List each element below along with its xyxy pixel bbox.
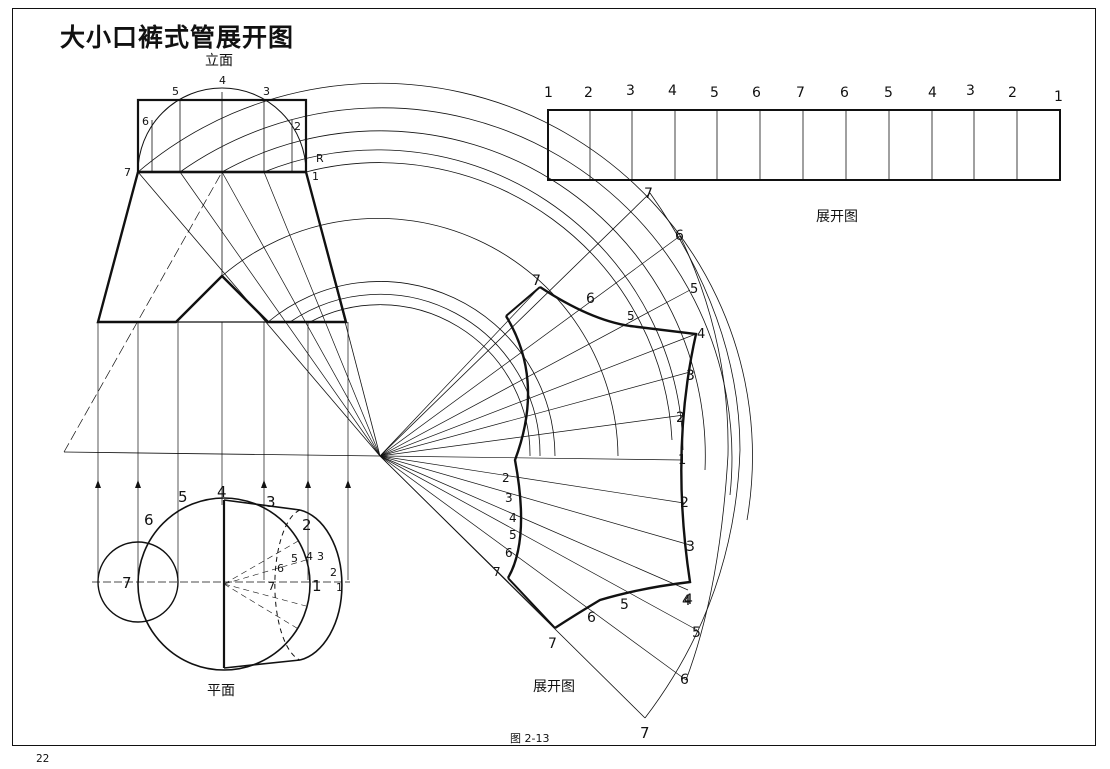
fan-lower-number: 7 bbox=[548, 636, 557, 652]
strip-number: 3 bbox=[966, 83, 975, 99]
elevation-number: 4 bbox=[219, 74, 226, 87]
plan-number: 1 bbox=[312, 577, 322, 595]
strip-number: 2 bbox=[1008, 85, 1017, 101]
elevation-view: R bbox=[63, 87, 381, 580]
fan-development bbox=[379, 192, 741, 719]
plan-number: 2 bbox=[302, 516, 312, 534]
plan-number: 4 bbox=[306, 550, 313, 563]
plan-number: 2 bbox=[330, 566, 337, 579]
plan-number: 3 bbox=[317, 550, 324, 563]
elevation-number: 1 bbox=[312, 170, 319, 183]
plan-number: 4 bbox=[217, 483, 227, 501]
strip-number: 3 bbox=[626, 83, 635, 99]
fan-outer-number: 6 bbox=[680, 672, 689, 688]
plan-numbers: 6 5 4 3 2 7 6 5 4 3 2 7 1 1 bbox=[122, 483, 343, 595]
plan-number: 6 bbox=[144, 511, 154, 529]
plan-number: 3 bbox=[266, 493, 276, 511]
fan-outer-number: 2 bbox=[676, 410, 685, 426]
fan-outer-number: 6 bbox=[675, 228, 684, 244]
strip-number: 4 bbox=[668, 83, 677, 99]
strip-number: 5 bbox=[884, 85, 893, 101]
fan-outer-number: 5 bbox=[692, 625, 701, 641]
fan-outer-number: 4 bbox=[682, 593, 691, 609]
strip-number: 6 bbox=[752, 85, 761, 101]
elevation-numbers: 5 4 3 6 2 7 1 bbox=[124, 74, 319, 183]
development-label-bottom: 展开图 bbox=[533, 679, 575, 695]
fan-numbers: 2 3 4 5 6 7 7 6 5 4 3 2 1 2 3 4 5 6 7 7 … bbox=[493, 186, 705, 742]
development-label-top: 展开图 bbox=[816, 209, 858, 225]
plan-number: 5 bbox=[178, 488, 188, 506]
fan-mid-number: 5 bbox=[627, 309, 635, 323]
fan-inner-number: 7 bbox=[493, 565, 501, 579]
plan-number: 5 bbox=[291, 552, 298, 565]
strip-number: 7 bbox=[796, 85, 805, 101]
strip-number: 4 bbox=[928, 85, 937, 101]
fan-outer-number: 7 bbox=[644, 186, 653, 202]
fan-lower-number: 6 bbox=[587, 610, 596, 626]
elevation-number: 3 bbox=[263, 85, 270, 98]
fan-outer-number: 5 bbox=[690, 282, 698, 297]
fan-outer-number: 3 bbox=[686, 368, 695, 384]
elevation-label: 立面 bbox=[205, 53, 233, 69]
drawing-title: 大小口裤式管展开图 bbox=[60, 23, 295, 52]
fan-outer-number: 1 bbox=[678, 453, 686, 468]
fan-inner-number: 6 bbox=[505, 546, 513, 560]
plan-view bbox=[92, 497, 350, 671]
plan-number: 6 bbox=[277, 562, 284, 575]
strip-number: 2 bbox=[584, 85, 593, 101]
radius-mark: R bbox=[316, 152, 324, 165]
strip-number: 1 bbox=[544, 85, 553, 101]
strip-number: 5 bbox=[710, 85, 719, 101]
fan-lower-number: 5 bbox=[620, 597, 629, 613]
strip-numbers: 1 2 3 4 5 6 7 6 5 4 3 2 1 bbox=[544, 83, 1063, 105]
strip-number: 1 bbox=[1054, 89, 1063, 105]
strip-number: 6 bbox=[840, 85, 849, 101]
fan-outer-number: 4 bbox=[697, 327, 705, 342]
plan-label: 平面 bbox=[207, 683, 235, 699]
elevation-number: 5 bbox=[172, 85, 179, 98]
page-number: 22 bbox=[36, 752, 50, 765]
fan-outer-number: 3 bbox=[686, 539, 695, 555]
plan-number: 1 bbox=[336, 581, 343, 594]
fan-inner-number: 5 bbox=[509, 528, 517, 542]
fan-mid-number: 7 bbox=[532, 273, 541, 289]
plan-number: 7 bbox=[122, 574, 132, 592]
fan-outer-number: 7 bbox=[640, 724, 650, 742]
elevation-number: 2 bbox=[294, 120, 301, 133]
elevation-number: 7 bbox=[124, 166, 131, 179]
fan-mid-number: 6 bbox=[586, 291, 595, 307]
figure-caption: 图 2-13 bbox=[510, 732, 550, 745]
radial-arcs bbox=[137, 82, 753, 521]
plan-number: 7 bbox=[268, 580, 275, 593]
fan-lower-number: 4 bbox=[684, 592, 693, 608]
development-strip bbox=[547, 109, 1061, 181]
fan-inner-number: 2 bbox=[502, 471, 510, 485]
fan-outer-number: 2 bbox=[680, 495, 689, 511]
fan-inner-number: 4 bbox=[509, 511, 517, 525]
drawing-frame bbox=[12, 8, 1096, 746]
elevation-number: 6 bbox=[142, 115, 149, 128]
fan-inner-number: 3 bbox=[505, 491, 513, 505]
